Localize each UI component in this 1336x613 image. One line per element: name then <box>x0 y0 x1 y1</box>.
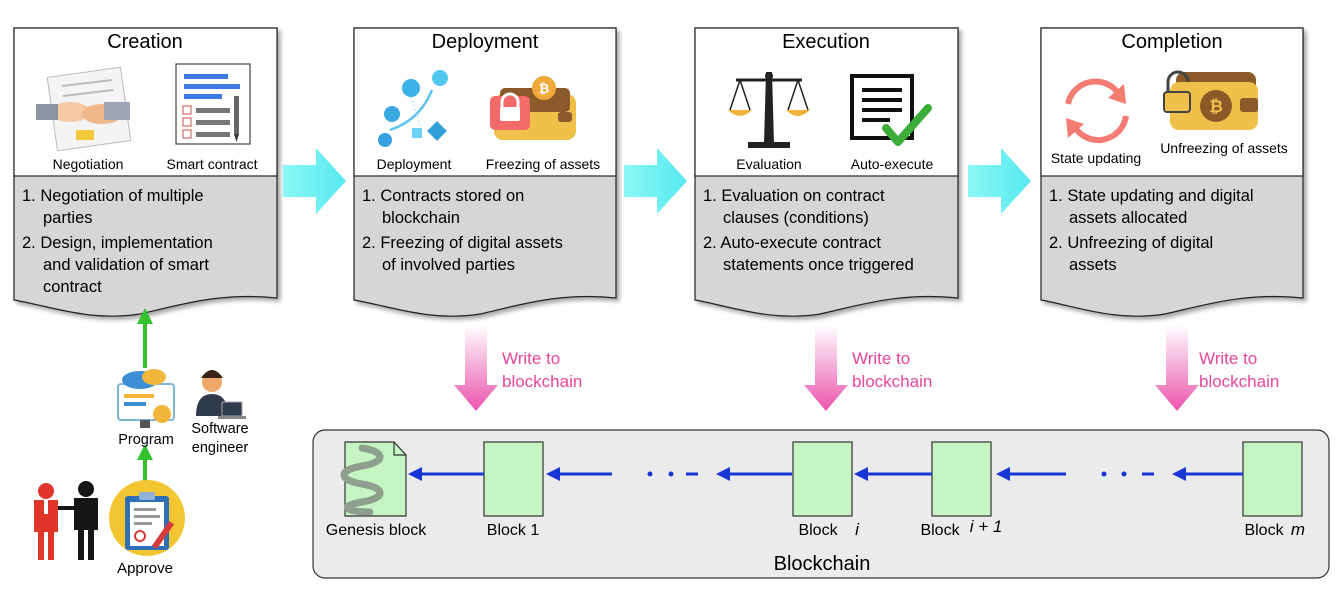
icon-label: State updating <box>1051 150 1141 166</box>
approvers-icon <box>34 481 98 560</box>
green-arrows <box>137 308 153 482</box>
svg-text:₿: ₿ <box>539 81 550 96</box>
icon-label: Negotiation <box>53 156 124 172</box>
stage-item: 1. Contracts stored on <box>362 187 524 205</box>
down-arrow-icon <box>804 325 848 411</box>
stage-item: 2. Freezing of digital assets <box>362 234 563 252</box>
icon-label: Smart contract <box>166 156 257 172</box>
block-m <box>1242 441 1303 517</box>
refresh-icon <box>1065 78 1129 144</box>
block-subscript: i + 1 <box>970 517 1003 536</box>
stage-item: assets <box>1069 256 1117 274</box>
stage-item: blockchain <box>382 209 460 227</box>
approve-label: Approve <box>117 560 173 577</box>
stage-items: 1. Evaluation on contract clauses (condi… <box>703 187 914 274</box>
write-label: Write to <box>852 349 910 368</box>
stage-item: assets allocated <box>1069 209 1187 227</box>
stage-card-deployment: Deployment Deployment ₿ Freezing of asse… <box>353 27 617 317</box>
write-arrow-2: Write to blockchain <box>804 325 932 411</box>
stage-item: 1. Evaluation on contract <box>703 187 885 205</box>
stage-card-creation: Creation Negotiation S <box>13 27 278 317</box>
scales-icon <box>728 72 810 148</box>
icon-label: Evaluation <box>736 156 801 172</box>
block-label: Block <box>1244 522 1284 539</box>
icon-label: Unfreezing of assets <box>1160 140 1288 156</box>
stage-item: 1. State updating and digital <box>1049 187 1254 205</box>
genesis-block-icon <box>340 441 407 517</box>
write-arrow-3: Write to blockchain <box>1155 325 1279 411</box>
block-i-plus-1 <box>931 441 992 517</box>
icon-label: Deployment <box>377 156 452 172</box>
stage-item: 2. Auto-execute contract <box>703 234 881 252</box>
block-label: Genesis block <box>326 522 427 539</box>
stage-arrow-icon <box>283 148 346 214</box>
stage-items: 1. Negotiation of multiple parties 2. De… <box>22 187 213 296</box>
block-label: Block <box>798 522 838 539</box>
stage-item: statements once triggered <box>723 256 914 274</box>
stage-item: contract <box>43 278 102 296</box>
icon-label: Auto-execute <box>851 156 934 172</box>
svg-text:₿: ₿ <box>1209 97 1223 116</box>
stage-items: 1. State updating and digital assets all… <box>1049 187 1254 274</box>
locked-wallet-icon: ₿ <box>490 76 576 140</box>
stage-item: parties <box>43 209 93 227</box>
handshake-icon <box>36 66 132 152</box>
stage-arrow-icon <box>624 148 687 214</box>
chain-arrows <box>408 467 1243 481</box>
stage-title: Execution <box>782 31 870 53</box>
program-icon <box>117 369 175 428</box>
blockchain-panel: Genesis block Block 1 Block i Block i + … <box>312 429 1330 579</box>
write-label: blockchain <box>1199 372 1279 391</box>
blockchain-title: Blockchain <box>774 553 871 575</box>
unlocked-wallet-icon: ₿ <box>1163 70 1258 130</box>
program-label: Program <box>118 432 174 448</box>
stage-item: 2. Unfreezing of digital <box>1049 234 1213 252</box>
write-arrow-1: Write to blockchain <box>454 325 582 411</box>
stage-card-execution: Execution Evaluation Auto-execute 1. Eva… <box>694 27 959 317</box>
stage-item: of involved parties <box>382 256 515 274</box>
engineer-label: engineer <box>192 440 249 456</box>
block-i <box>792 441 853 517</box>
stage-title: Creation <box>107 31 183 53</box>
stage-item: and validation of smart <box>43 256 209 274</box>
clipboard-icon <box>109 480 185 556</box>
software-engineer-icon <box>196 370 246 419</box>
engineer-label: Software <box>191 421 248 437</box>
stage-card-completion: Completion State updating ₿ Unfreezing o… <box>1040 27 1304 317</box>
stage-title: Completion <box>1121 31 1222 53</box>
block-subscript: i <box>855 520 860 539</box>
block-subscript: m <box>1291 520 1305 539</box>
stage-items: 1. Contracts stored on blockchain 2. Fre… <box>362 187 563 274</box>
write-label: blockchain <box>852 372 932 391</box>
down-arrow-icon <box>454 325 498 411</box>
write-label: blockchain <box>502 372 582 391</box>
stage-arrow-icon <box>968 148 1031 214</box>
network-nodes-icon <box>378 70 448 147</box>
stage-title: Deployment <box>432 31 539 53</box>
block-1 <box>483 441 544 517</box>
block-label: Block 1 <box>487 522 540 539</box>
stage-item: 1. Negotiation of multiple <box>22 187 204 205</box>
icon-label: Freezing of assets <box>486 156 600 172</box>
checklist-icon <box>850 74 932 146</box>
write-label: Write to <box>502 349 560 368</box>
write-label: Write to <box>1199 349 1257 368</box>
stage-item: 2. Design, implementation <box>22 234 213 252</box>
stage-item: clauses (conditions) <box>723 209 869 227</box>
down-arrow-icon <box>1155 325 1199 411</box>
block-label: Block <box>920 522 960 539</box>
document-icon <box>175 63 251 145</box>
